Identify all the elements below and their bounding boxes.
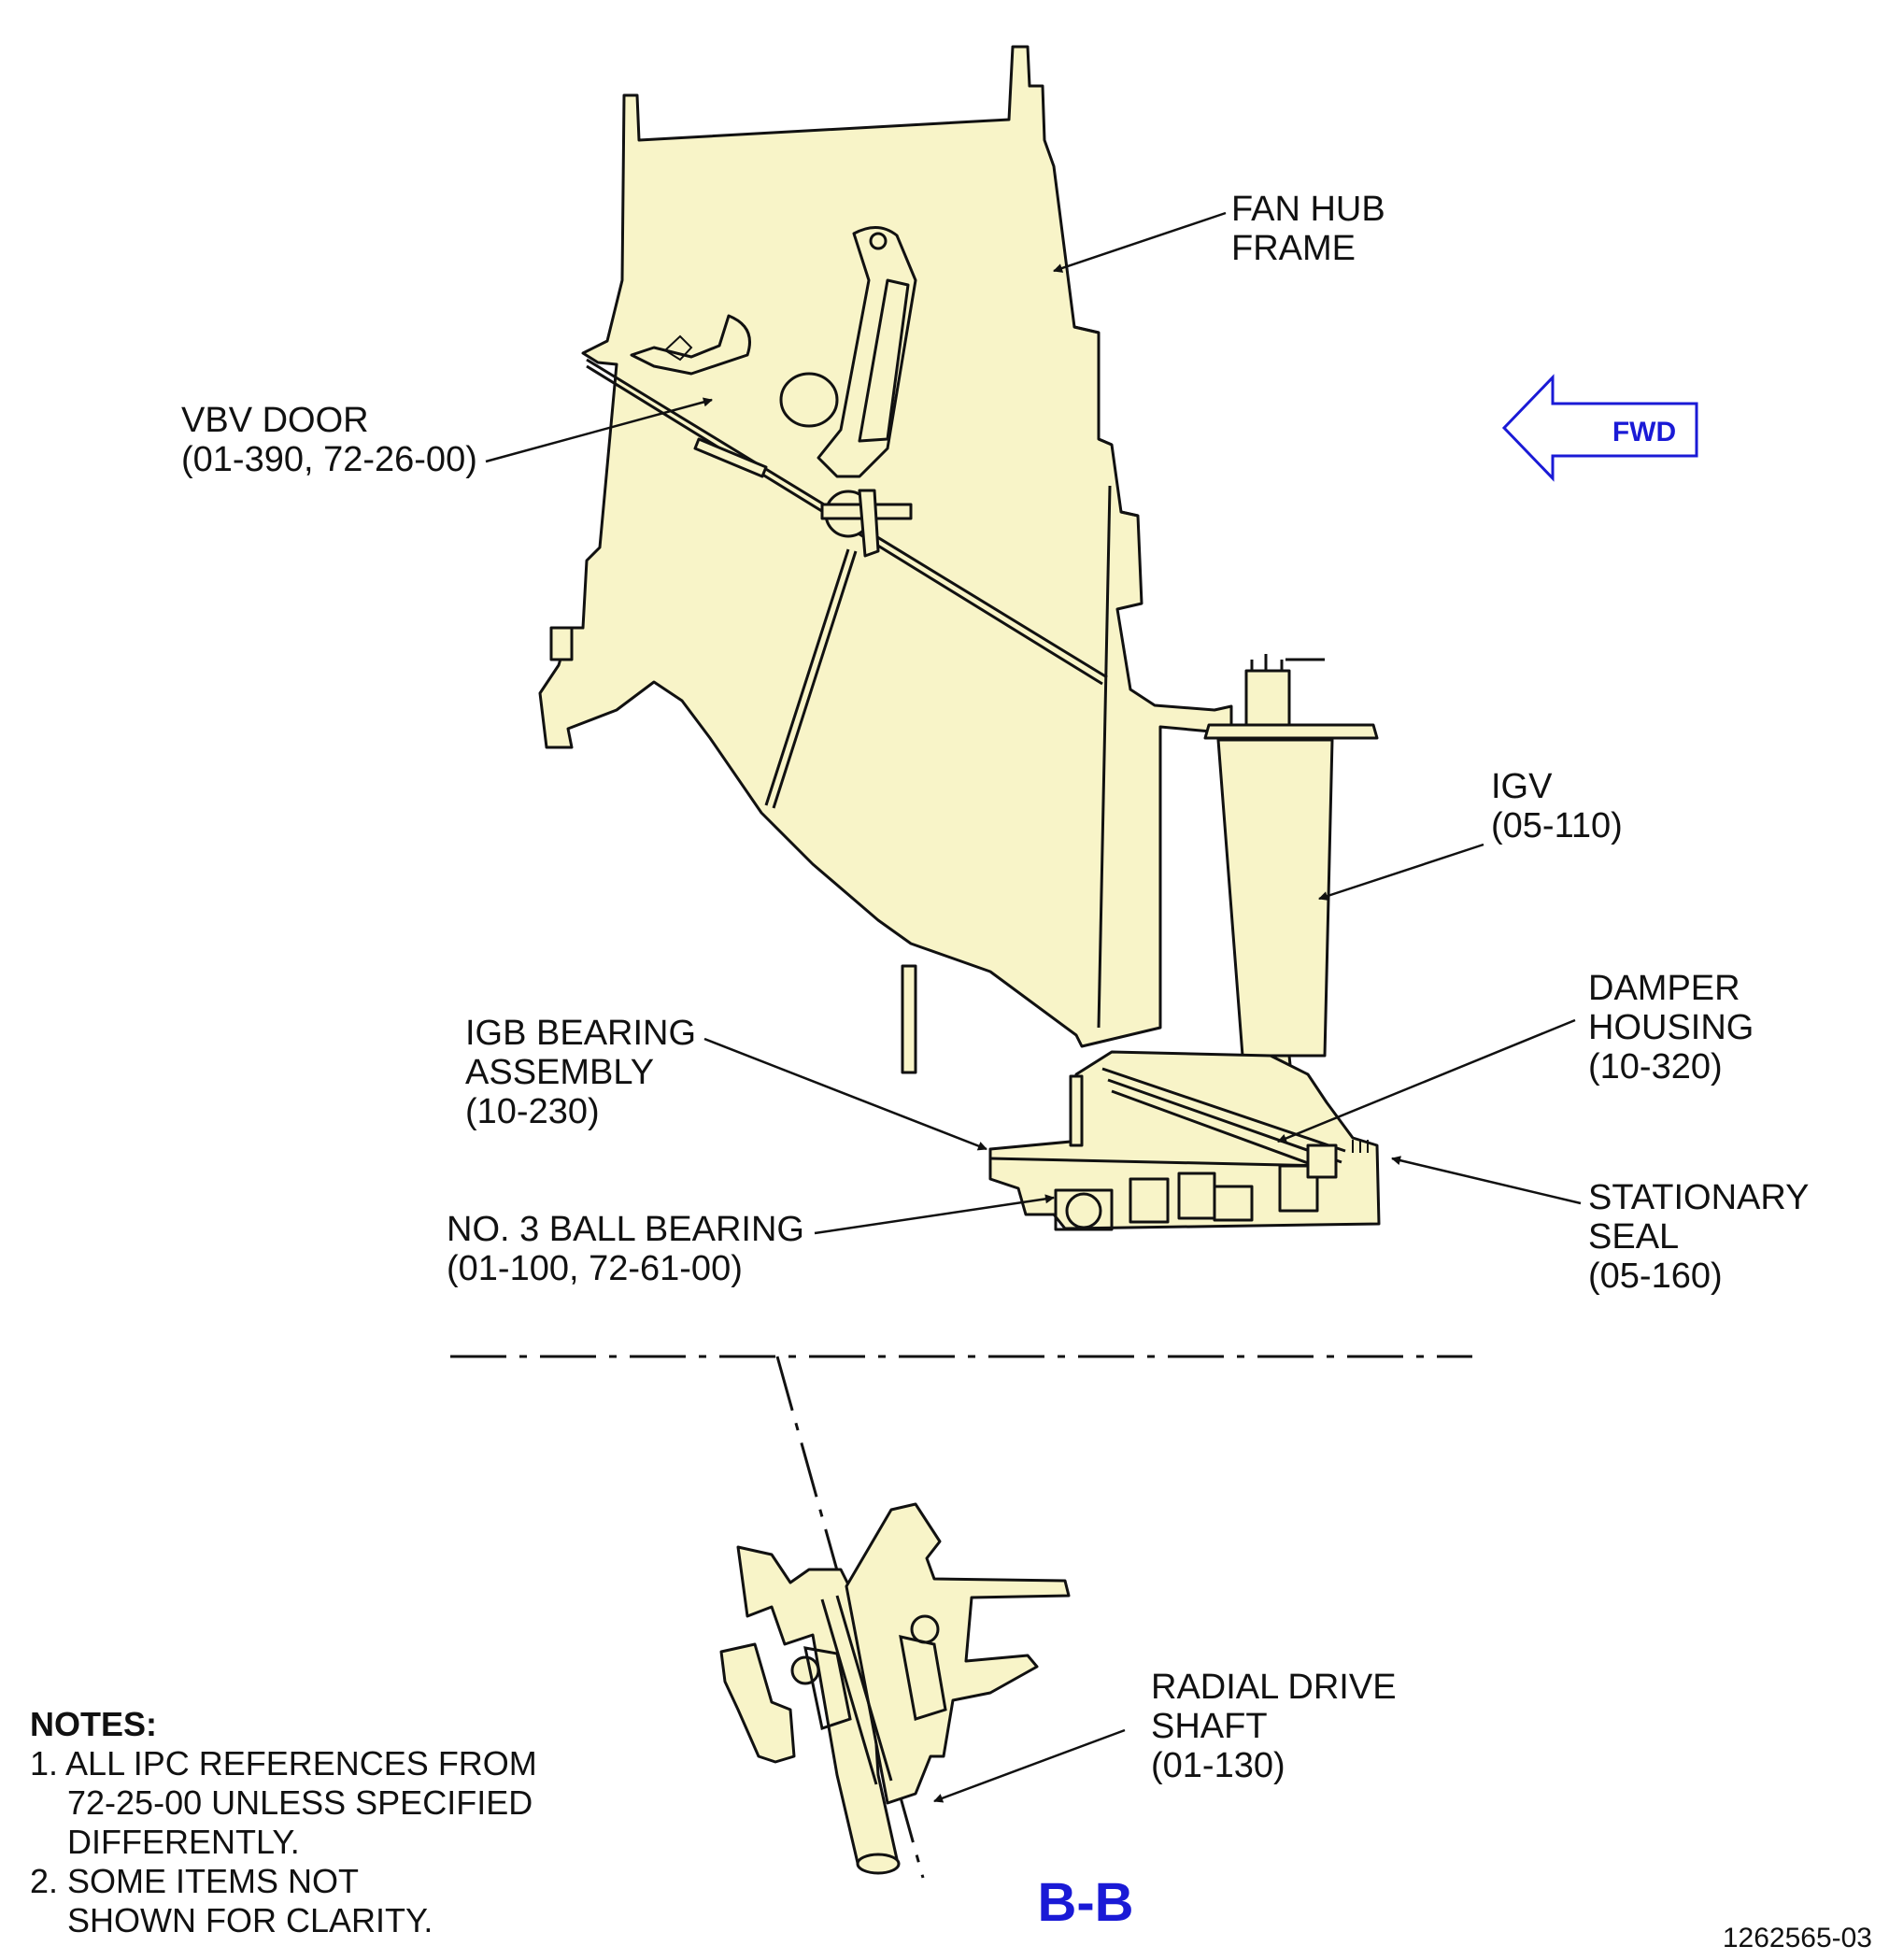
note-line: 72-25-00 UNLESS SPECIFIED	[67, 1783, 533, 1822]
callout-line: IGB BEARING	[465, 1014, 696, 1053]
figure-number: 1262565-03	[1723, 1923, 1872, 1953]
arrow-left-icon	[1501, 374, 1698, 482]
fwd-label: FWD	[1612, 417, 1676, 447]
callout-line: (01-390, 72-26-00)	[181, 440, 477, 479]
callout-line: FRAME	[1231, 229, 1356, 268]
callout-igv: IGV (05-110)	[1491, 767, 1623, 845]
callout-line: (05-160)	[1588, 1257, 1723, 1296]
fwd-direction-indicator: FWD	[1501, 374, 1698, 482]
note-line: DIFFERENTLY.	[67, 1823, 300, 1861]
callout-line: FAN HUB	[1231, 190, 1385, 229]
note-line: 2. SOME ITEMS NOT	[30, 1862, 359, 1900]
callout-line: NO. 3 BALL BEARING	[447, 1210, 804, 1249]
callout-radial-drive-shaft: RADIAL DRIVE SHAFT (01-130)	[1151, 1668, 1397, 1785]
callout-line: RADIAL DRIVE	[1151, 1668, 1397, 1707]
callout-line: VBV DOOR	[181, 401, 369, 440]
notes-heading: NOTES:	[30, 1705, 157, 1743]
callout-vbv-door: VBV DOOR (01-390, 72-26-00)	[181, 401, 477, 479]
callout-line: (05-110)	[1491, 806, 1623, 845]
callout-igb-bearing-assembly: IGB BEARING ASSEMBLY (10-230)	[465, 1014, 696, 1131]
callout-line: (10-230)	[465, 1092, 600, 1131]
callout-line: STATIONARY	[1588, 1178, 1809, 1217]
callout-damper-housing: DAMPER HOUSING (10-320)	[1588, 969, 1754, 1087]
callout-line: SHAFT	[1151, 1707, 1268, 1746]
leader-lines	[485, 211, 1582, 1803]
callout-line: HOUSING	[1588, 1008, 1754, 1047]
callout-line: DAMPER	[1588, 969, 1740, 1008]
callout-line: (01-100, 72-61-00)	[447, 1249, 743, 1288]
radial-drive-shaft-drawing	[719, 1502, 1071, 1875]
callout-fan-hub-frame: FAN HUB FRAME	[1231, 190, 1385, 268]
notes-block: NOTES: 1. ALL IPC REFERENCES FROM 72-25-…	[30, 1705, 537, 1939]
note-line: SHOWN FOR CLARITY.	[67, 1901, 433, 1939]
igv-vane-drawing	[1203, 654, 1379, 1095]
callout-line: (10-320)	[1588, 1047, 1723, 1087]
bearing-housing-drawing	[988, 1050, 1381, 1231]
callout-stationary-seal: STATIONARY SEAL (05-160)	[1588, 1178, 1809, 1296]
note-line: 1. ALL IPC REFERENCES FROM	[30, 1744, 537, 1782]
callout-no3-ball-bearing: NO. 3 BALL BEARING (01-100, 72-61-00)	[447, 1210, 804, 1288]
fan-hub-frame-drawing	[538, 45, 1233, 1074]
callout-line: ASSEMBLY	[465, 1053, 654, 1092]
callout-line: IGV	[1491, 767, 1553, 806]
view-label: B-B	[1037, 1872, 1133, 1933]
callout-line: (01-130)	[1151, 1746, 1285, 1785]
callout-line: SEAL	[1588, 1217, 1679, 1257]
